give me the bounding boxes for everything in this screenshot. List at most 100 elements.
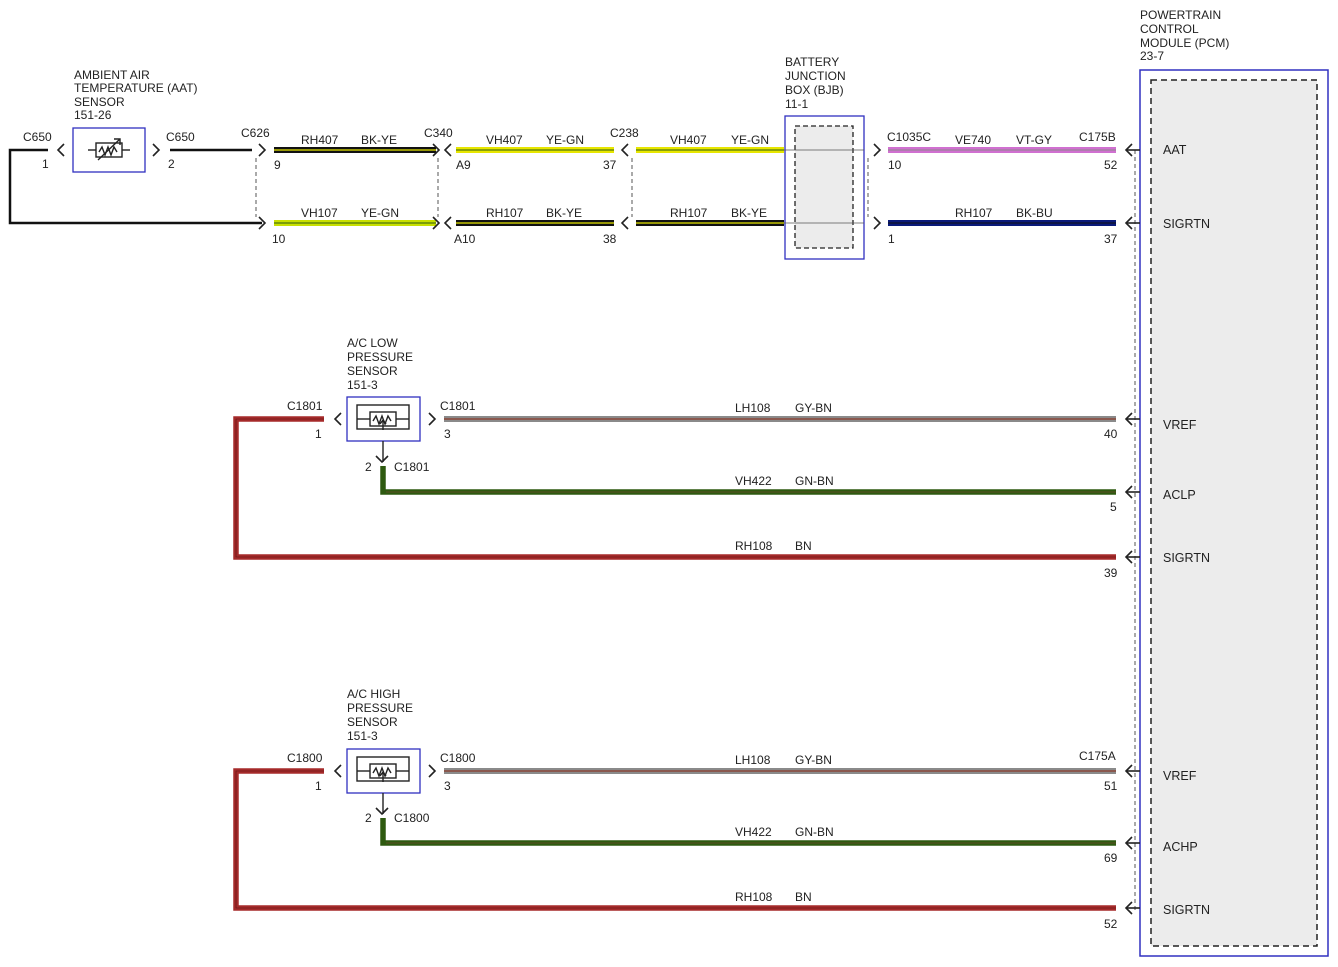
achigh-sensor-icon (356, 756, 410, 782)
pcm-signal-aclp: ACLP (1163, 488, 1196, 502)
wire-rh407-color: BK-YE (361, 133, 397, 147)
pcm-signal-vref-1: VREF (1163, 418, 1197, 432)
c1800-left-label: C1800 (287, 751, 323, 765)
c1801-left-label: C1801 (287, 399, 323, 413)
pcm-title-2: CONTROL (1140, 22, 1199, 36)
wire-rh407-id: RH407 (301, 133, 339, 147)
c626-connector-arrows (258, 143, 267, 230)
c626-pin-top: 9 (274, 158, 281, 172)
wire-rh108-b (233, 768, 1116, 911)
c626-label: C626 (241, 126, 270, 140)
wire-rh108-a-edge (235, 418, 1116, 558)
wire-lh108-a-color: GY-BN (795, 401, 832, 415)
c626-pin-bottom: 10 (272, 232, 286, 246)
wire-rh107-c-id: RH107 (955, 206, 993, 220)
wire-vh422-a-color: GN-BN (795, 474, 834, 488)
c1801-bottom-label: C1801 (394, 460, 430, 474)
wire-vh422-b-color: GN-BN (795, 825, 834, 839)
wire-rh107-a-color: BK-YE (546, 206, 582, 220)
aclow-title-1: A/C LOW (347, 336, 398, 350)
pcm-signal-achp: ACHP (1163, 840, 1198, 854)
c238-label: C238 (610, 126, 639, 140)
aclow-title-3: SENSOR (347, 364, 398, 378)
c650-right-pin: 2 (168, 157, 175, 171)
c650-right-label: C650 (166, 130, 195, 144)
pcm-pin-52-b: 52 (1104, 917, 1118, 931)
aclow-sensor-icon (356, 404, 410, 430)
wire-rh108-b-edge (235, 770, 1116, 909)
wire-ve740-color: VT-GY (1016, 133, 1052, 147)
pcm-title-3: MODULE (PCM) (1140, 36, 1229, 50)
pcm-inner (1150, 79, 1318, 947)
pcm-title-1: POWERTRAIN (1140, 8, 1221, 22)
wire-lh108-b-id: LH108 (735, 753, 771, 767)
c340-pin-top: A9 (456, 158, 471, 172)
wire-rh108-a-id: RH108 (735, 539, 773, 553)
pcm-pin-37: 37 (1104, 232, 1118, 246)
achigh-title-3: SENSOR (347, 715, 398, 729)
wire-vh407-a-color: YE-GN (546, 133, 584, 147)
bjb-title-2: JUNCTION (785, 69, 846, 83)
aat-loop-wire (8, 148, 262, 225)
c1800-bottom-pin: 2 (365, 811, 372, 825)
aat-title-1: AMBIENT AIR (74, 68, 150, 82)
pcm-outline (1139, 69, 1329, 957)
aat-title-4: 151-26 (74, 108, 112, 122)
wire-vh107-color: YE-GN (361, 206, 399, 220)
aclow-title-2: PRESSURE (347, 350, 413, 364)
pcm-pin-52-a: 52 (1104, 158, 1118, 172)
aat-thermistor-icon (88, 138, 130, 161)
c340-label: C340 (424, 126, 453, 140)
wire-vh107-id: VH107 (301, 206, 338, 220)
aclow-connector-arrows (333, 412, 437, 464)
bjb-title-3: BOX (BJB) (785, 83, 844, 97)
pcm-pin-51: 51 (1104, 779, 1118, 793)
bjb-inner (794, 125, 854, 249)
c175a-label: C175A (1079, 749, 1116, 763)
wire-vh422-b-id: VH422 (735, 825, 772, 839)
wire-rh108-b-color: BN (795, 890, 812, 904)
c238-pin-bottom: 38 (603, 232, 617, 246)
achigh-title-4: 151-3 (347, 729, 378, 743)
c1035c-label: C1035C (887, 130, 931, 144)
aclow-title-4: 151-3 (347, 378, 378, 392)
wire-rh108-a (233, 416, 1116, 560)
c1801-left-pin: 1 (315, 427, 322, 441)
c1801-right-pin: 3 (444, 427, 451, 441)
pcm-title-4: 23-7 (1140, 49, 1164, 63)
wire-rh107-c-color: BK-BU (1016, 206, 1053, 220)
bjb-title-4: 11-1 (785, 97, 808, 111)
c650-left-label: C650 (23, 130, 52, 144)
pcm-connector-arrows (1124, 143, 1140, 915)
wire-rh107-b-color: BK-YE (731, 206, 767, 220)
c1035c-connector-arrows (873, 143, 882, 230)
wire-rh108-a-color: BN (795, 539, 812, 553)
c1800-right-label: C1800 (440, 751, 476, 765)
aat-title-3: SENSOR (74, 95, 125, 109)
wire-lh108-a-id: LH108 (735, 401, 771, 415)
bjb-title-1: BATTERY (785, 55, 839, 69)
bjb-outline (784, 115, 865, 260)
c175b-label: C175B (1079, 130, 1116, 144)
c340-connector-arrows (432, 143, 452, 230)
pcm-signal-sigrtn-2: SIGRTN (1163, 551, 1210, 565)
c238-connector-arrows (620, 143, 629, 230)
pcm-signal-sigrtn-3: SIGRTN (1163, 903, 1210, 917)
pcm-signal-aat: AAT (1163, 143, 1187, 157)
c1800-right-pin: 3 (444, 779, 451, 793)
wire-rh107-b-id: RH107 (670, 206, 708, 220)
wire-rh107-a-id: RH107 (486, 206, 524, 220)
c340-pin-bottom: A10 (454, 232, 476, 246)
c1035c-pin-top: 10 (888, 158, 902, 172)
wire-vh422-a-id: VH422 (735, 474, 772, 488)
c1035c-pin-bottom: 1 (888, 232, 895, 246)
aat-sensor-arrows (56, 143, 161, 157)
pcm-signal-sigrtn-1: SIGRTN (1163, 217, 1210, 231)
wire-vh407-b-color: YE-GN (731, 133, 769, 147)
wire-ve740-id: VE740 (955, 133, 991, 147)
aat-sensor-box (72, 127, 146, 173)
c1801-right-label: C1801 (440, 399, 476, 413)
c650-left-pin: 1 (42, 157, 49, 171)
achigh-title-1: A/C HIGH (347, 687, 400, 701)
